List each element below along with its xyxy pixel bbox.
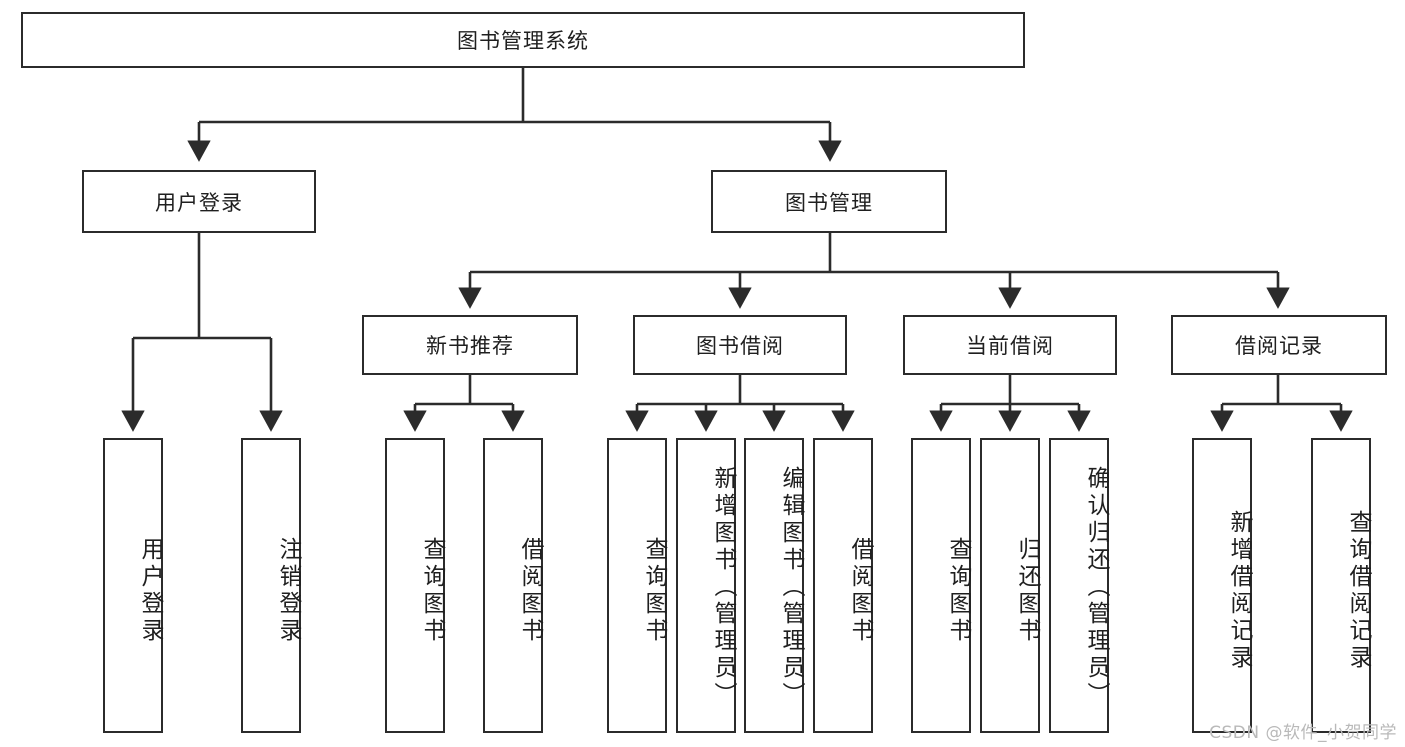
node-new-book-recommend[interactable]: 新书推荐 [362,315,578,375]
node-root-system[interactable]: 图书管理系统 [21,12,1025,68]
leaf-add-borrow-record[interactable]: 新增借阅记录 [1192,438,1252,733]
leaf-borrow-book[interactable]: 借阅图书 [813,438,873,733]
leaf-query-borrow-record[interactable]: 查询借阅记录 [1311,438,1371,733]
node-book-borrow[interactable]: 图书借阅 [633,315,847,375]
leaf-edit-book-admin[interactable]: 编辑图书（管理员） [744,438,804,733]
leaf-query-book-recommend[interactable]: 查询图书 [385,438,445,733]
node-borrow-record[interactable]: 借阅记录 [1171,315,1387,375]
node-current-borrow[interactable]: 当前借阅 [903,315,1117,375]
leaf-return-book[interactable]: 归还图书 [980,438,1040,733]
leaf-confirm-return-admin[interactable]: 确认归还（管理员） [1049,438,1109,733]
leaf-query-book-borrow[interactable]: 查询图书 [607,438,667,733]
node-book-management[interactable]: 图书管理 [711,170,947,233]
leaf-borrow-book-recommend[interactable]: 借阅图书 [483,438,543,733]
leaf-add-book-admin[interactable]: 新增图书（管理员） [676,438,736,733]
leaf-user-login[interactable]: 用户登录 [103,438,163,733]
watermark-csdn: CSDN @软件_小贺同学 [1209,723,1397,743]
leaf-user-logout[interactable]: 注销登录 [241,438,301,733]
leaf-query-book-current[interactable]: 查询图书 [911,438,971,733]
node-user-login[interactable]: 用户登录 [82,170,316,233]
